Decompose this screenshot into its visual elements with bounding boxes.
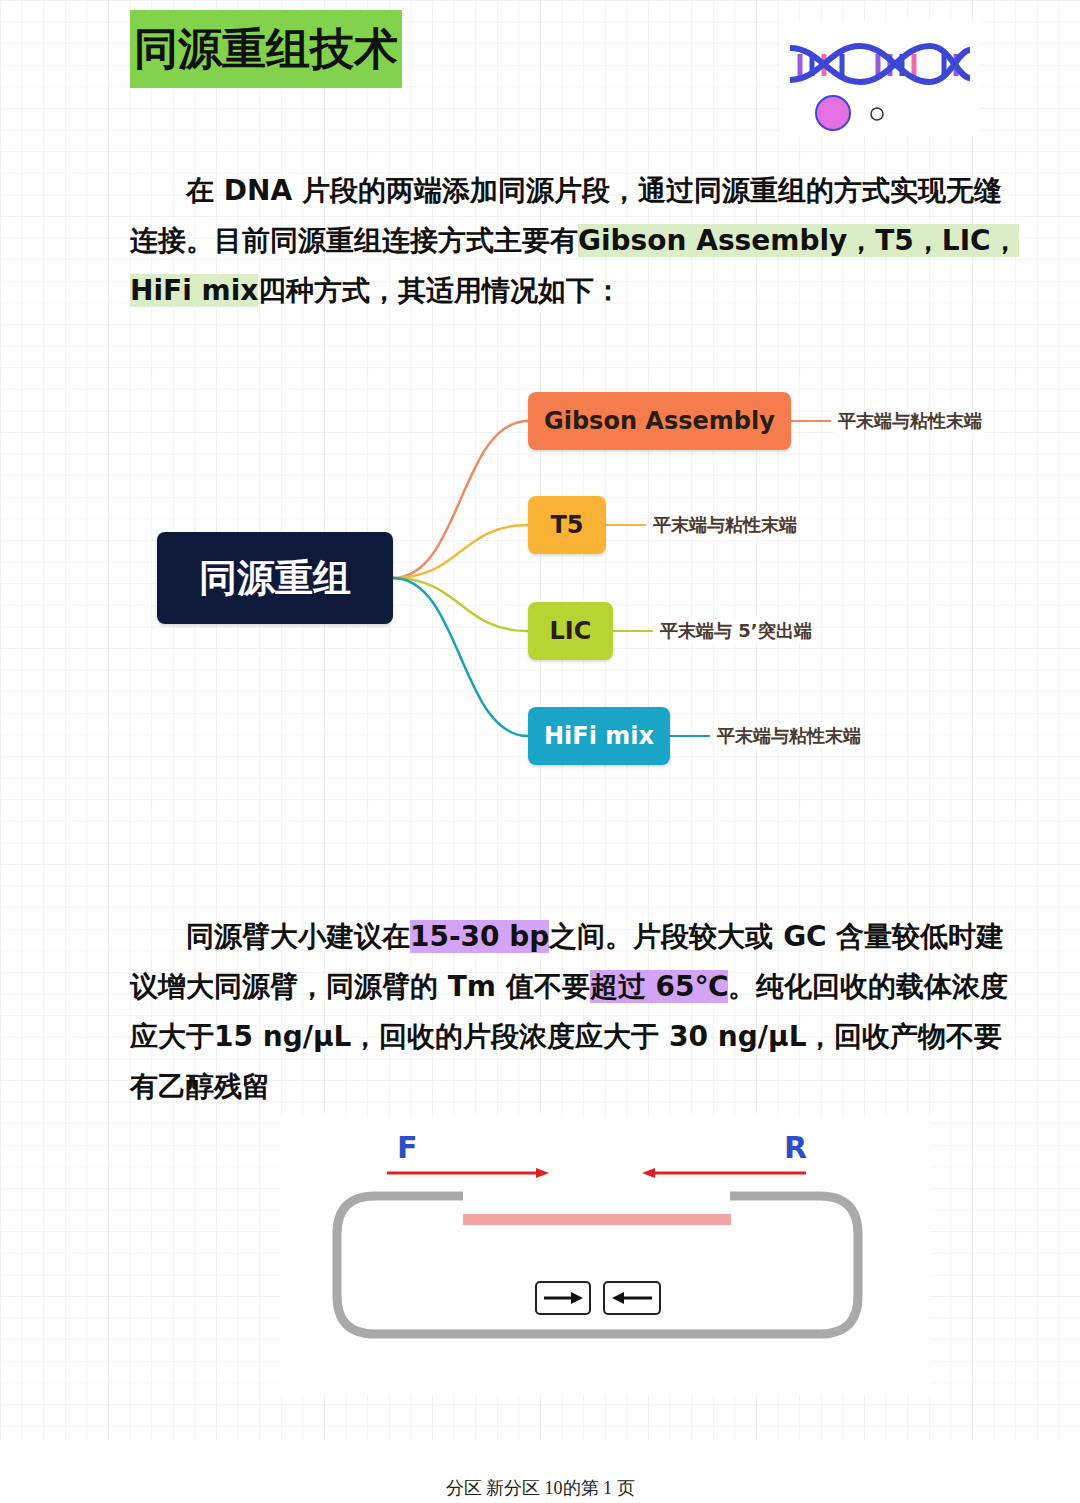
method-box: Gibson Assembly [528,392,791,450]
paragraph-text: 四种方式，其适用情况如下： [258,274,622,307]
leader-line [606,524,646,526]
leader-line [670,735,710,737]
root-box: 同源重组 [157,532,393,624]
primer-label: R [784,1130,807,1165]
paragraph-text: 同源臂大小建议在 [186,920,410,953]
branch-connector [393,421,528,578]
branch-note: 平末端与 5’突出端 [657,619,815,643]
body-paragraph: 同源臂大小建议在15-30 bp之间。片段较大或 GC 含量较低时建议增大同源臂… [130,912,1020,1112]
leader-line [791,420,831,422]
direction-symbol [536,1282,660,1314]
branch-connector [393,578,528,631]
node-label: T5 [550,511,583,539]
branch-connector [393,578,528,736]
primer-arrow [642,1168,806,1178]
node-label: LIC [550,617,592,645]
method-box: LIC [528,602,613,660]
branch-note: 平末端与粘性末端 [650,513,800,537]
dna-icon [790,46,970,82]
insert-fragment [463,1214,731,1225]
page-title: 同源重组技术 [130,10,402,88]
node-label: HiFi mix [544,722,654,750]
highlighted-text: 超过 65℃ [590,970,729,1003]
highlighted-text: 15-30 bp [410,920,549,953]
method-box: HiFi mix [528,707,670,765]
dot [816,96,850,130]
vector-outline [337,1196,858,1334]
branch-connector [393,525,528,578]
icon-ground [780,20,980,135]
body-paragraph: 在 DNA 片段的两端添加同源片段，通过同源重组的方式实现无缝连接。目前同源重组… [130,166,1020,316]
page-footer: 分区 新分区 10的第 1 页 [0,1476,1080,1500]
node-label: 同源重组 [199,553,351,604]
figure-ground [280,1115,930,1395]
primer-arrow [387,1168,549,1178]
dot [871,108,883,120]
method-box: T5 [528,496,606,554]
leader-line [613,630,653,632]
node-label: Gibson Assembly [544,407,775,435]
branch-note: 平末端与粘性末端 [714,724,864,748]
primer-label: F [397,1130,418,1165]
branch-note: 平末端与粘性末端 [835,409,985,433]
